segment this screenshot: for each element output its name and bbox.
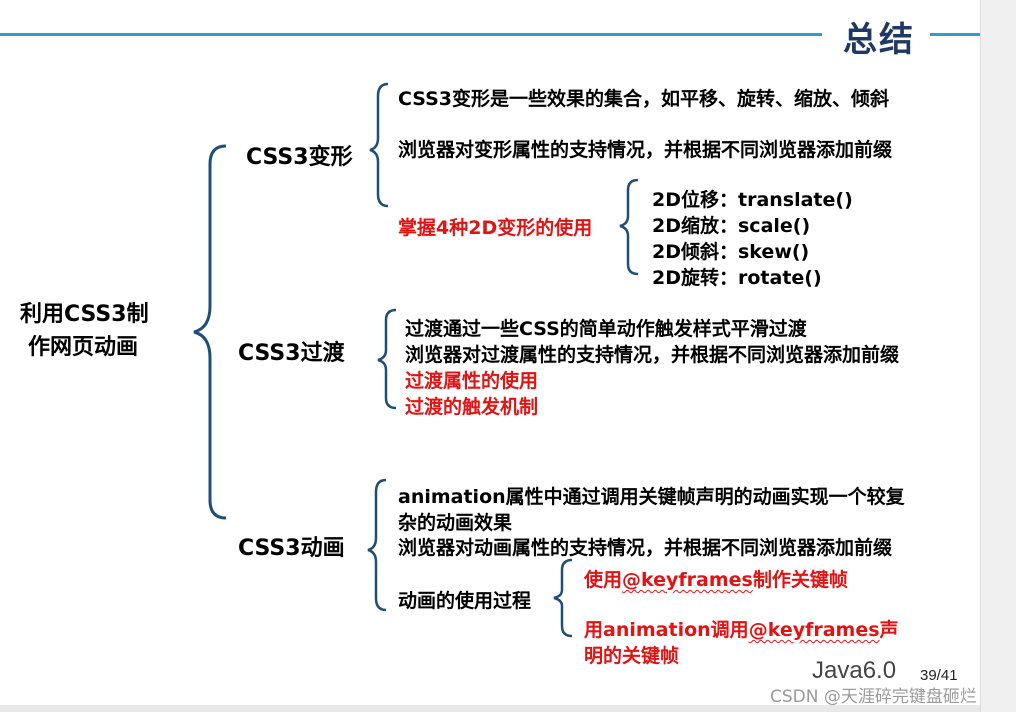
section-label-transform: CSS3变形 (246, 145, 353, 170)
transform-sub-brace-icon (619, 178, 639, 276)
main-brace-icon (193, 144, 227, 520)
animation-sub-2-line1: 用animation调用@keyframes声 (584, 615, 899, 642)
root-topic-line2: 作网页动画 (28, 335, 139, 360)
animation-item-1-line2: 杂的动画效果 (398, 512, 513, 534)
slide-title: 总结 (843, 20, 915, 60)
animation-sub-2-mid: 调用 (710, 619, 749, 641)
footer-course-label: Java6.0 (812, 657, 897, 684)
animation-item-1-line1: animation属性中通过调用关键帧声明的动画实现一个较复 (398, 486, 905, 508)
header-rule-right (930, 33, 980, 36)
animation-sub-1-post: 制作关键帧 (752, 569, 848, 591)
transition-item-4: 过渡的触发机制 (405, 396, 539, 418)
animation-sub-2-post: 声 (879, 619, 899, 641)
transition-item-1: 过渡通过一些CSS的简单动作触发样式平滑过渡 (405, 318, 807, 340)
transition-brace-icon (377, 308, 397, 410)
transform-item-2: 浏览器对变形属性的支持情况，并根据不同浏览器添加前缀 (398, 139, 893, 161)
transition-item-3: 过渡属性的使用 (405, 370, 539, 392)
animation-item-2: 浏览器对动画属性的支持情况，并根据不同浏览器添加前缀 (398, 537, 893, 559)
root-topic-line1: 利用CSS3制 (20, 302, 149, 327)
animation-sub-2-keyword: animation (603, 619, 711, 641)
header-rule-left (0, 33, 822, 36)
animation-sub-2-line2: 明的关键帧 (584, 645, 680, 667)
section-label-transition: CSS3过渡 (238, 341, 345, 366)
animation-sub-2-pre: 用 (584, 619, 604, 641)
animation-sub-1-keyword: @keyframes (622, 569, 753, 591)
animation-sub-2-keyword2: @keyframes (748, 619, 880, 641)
transform-sub-1: 2D位移：translate() (652, 189, 853, 211)
page-number: 39/41 (920, 667, 958, 684)
animation-sub-brace-icon (553, 558, 573, 638)
transform-item-1: CSS3变形是一些效果的集合，如平移、旋转、缩放、倾斜 (398, 88, 890, 110)
transform-sub-2: 2D缩放：scale() (652, 215, 811, 237)
horizontal-scrollbar[interactable] (0, 705, 980, 712)
animation-brace-icon (367, 478, 387, 612)
transform-sub-4: 2D旋转：rotate() (652, 267, 822, 289)
transform-sub-3: 2D倾斜：skew() (652, 241, 810, 263)
animation-sub-1-pre: 使用 (584, 569, 623, 591)
transform-item-3: 掌握4种2D变形的使用 (398, 217, 593, 239)
section-label-animation: CSS3动画 (238, 536, 345, 561)
transform-brace-icon (369, 82, 389, 208)
animation-sub-1: 使用@keyframes制作关键帧 (584, 565, 848, 592)
animation-item-3: 动画的使用过程 (398, 590, 532, 612)
watermark: CSDN @天涯碎完键盘砸烂 (770, 687, 977, 707)
slide: 总结 利用CSS3制 作网页动画 CSS3变形 CSS3变形是一些效果的集合，如… (0, 20, 980, 684)
vertical-scrollbar[interactable] (980, 0, 1016, 712)
transition-item-2: 浏览器对过渡属性的支持情况，并根据不同浏览器添加前缀 (405, 344, 900, 366)
